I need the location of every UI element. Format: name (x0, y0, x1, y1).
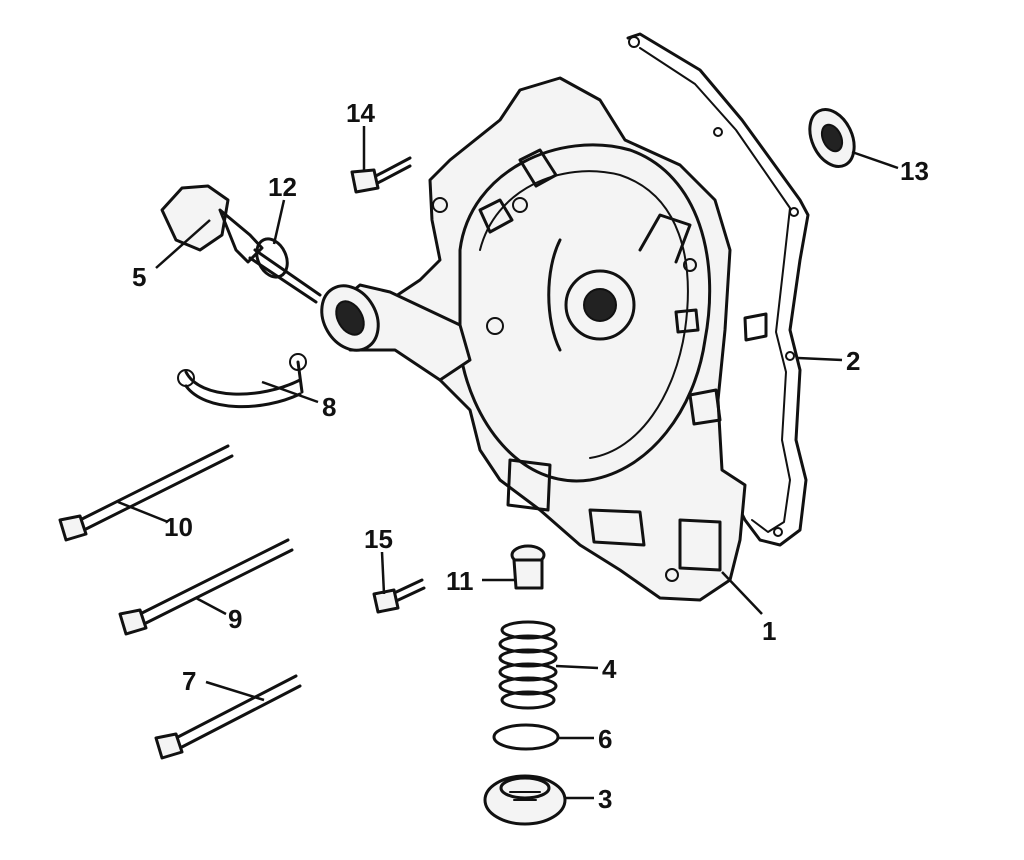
part-cap (483, 774, 567, 826)
callout-10: 10 (164, 512, 193, 542)
leader-12 (272, 199, 286, 245)
callout-6: 6 (598, 724, 612, 754)
callout-3: 3 (598, 784, 612, 814)
callout-12: 12 (268, 172, 297, 202)
leader-15 (380, 551, 386, 595)
leader-10 (117, 500, 169, 524)
part-bolt-15 (372, 578, 426, 614)
part-bolt-14 (350, 156, 412, 194)
part-clip (177, 353, 307, 409)
callout-11: 11 (446, 566, 474, 596)
callout-2: 2 (846, 346, 860, 376)
leader-9 (195, 596, 227, 616)
part-dipstick (160, 184, 322, 304)
callout-14: 14 (346, 98, 375, 128)
part-bolt-10 (58, 444, 234, 542)
leader-2 (797, 356, 843, 362)
leader-lines (117, 126, 899, 800)
leader-13 (851, 150, 899, 170)
callout-labels: 1 2 3 4 5 6 7 8 9 10 11 12 13 14 15 (132, 98, 929, 814)
leader-4 (555, 664, 599, 670)
part-plug (510, 544, 546, 590)
callout-4: 4 (602, 654, 617, 684)
callout-8: 8 (322, 392, 336, 422)
leader-8 (261, 380, 319, 404)
part-o-ring-6 (492, 723, 560, 751)
callout-1: 1 (762, 616, 776, 646)
part-oil-seal (808, 108, 856, 168)
part-o-ring-12 (255, 237, 289, 279)
part-crankcase-cover (320, 76, 768, 602)
part-gasket (626, 32, 810, 547)
leader-5 (155, 219, 211, 269)
callout-13: 13 (900, 156, 929, 186)
part-bolt-9 (118, 538, 294, 636)
leader-7 (205, 680, 265, 702)
part-spring (498, 620, 558, 710)
leader-1 (721, 571, 763, 615)
callout-7: 7 (182, 666, 196, 696)
callout-9: 9 (228, 604, 242, 634)
part-bolt-7 (154, 674, 302, 760)
callout-15: 15 (364, 524, 393, 554)
callout-5: 5 (132, 262, 146, 292)
